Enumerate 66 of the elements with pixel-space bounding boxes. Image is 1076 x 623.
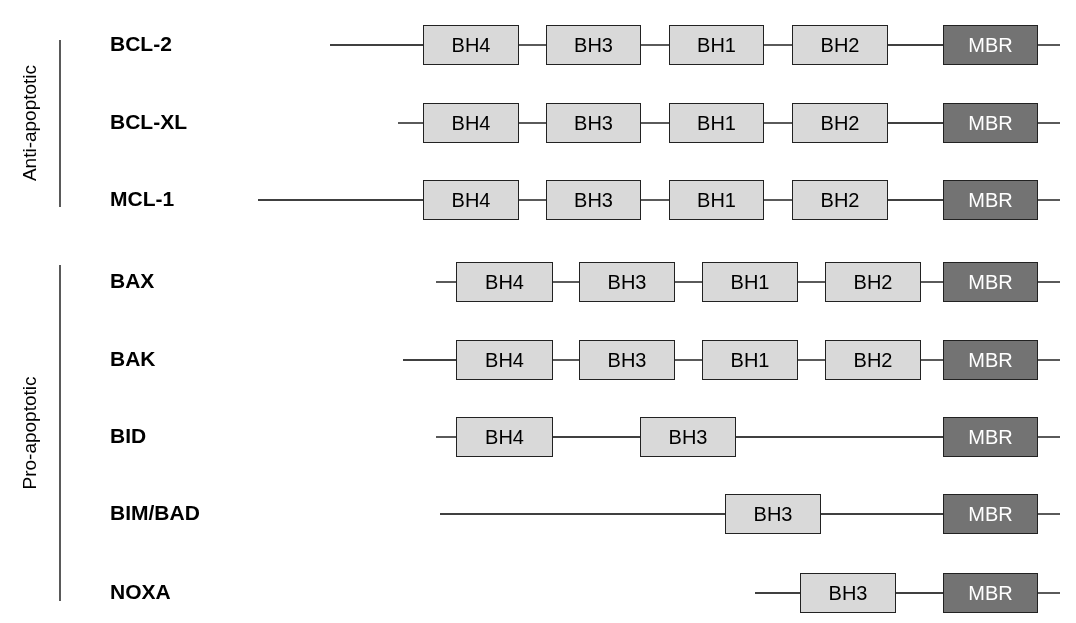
domain-box: BH4 xyxy=(423,103,519,143)
connector-line xyxy=(674,281,703,283)
domain-box: BH3 xyxy=(546,25,641,65)
connector-line xyxy=(674,359,703,361)
domain-box: BH3 xyxy=(800,573,896,613)
connector-line xyxy=(640,44,670,46)
domain-box: MBR xyxy=(943,25,1038,65)
connector-line xyxy=(895,592,944,594)
protein-name: BCL-2 xyxy=(110,32,172,56)
connector-line xyxy=(887,44,944,46)
connector-line xyxy=(920,359,944,361)
domain-box: BH1 xyxy=(669,103,764,143)
protein-name: BAK xyxy=(110,347,156,371)
domain-box: BH4 xyxy=(456,340,553,380)
domain-box: BH3 xyxy=(725,494,821,534)
domain-box: BH4 xyxy=(456,262,553,302)
domain-box: BH4 xyxy=(456,417,553,457)
domain-box: BH3 xyxy=(546,103,641,143)
protein-name: NOXA xyxy=(110,580,171,604)
group-label: Pro-apoptotic xyxy=(19,376,41,490)
connector-line xyxy=(552,359,580,361)
connector-line xyxy=(640,122,670,124)
connector-line xyxy=(552,436,641,438)
domain-box: BH4 xyxy=(423,25,519,65)
connector-line xyxy=(518,199,547,201)
domain-box: BH2 xyxy=(825,340,921,380)
connector-line xyxy=(518,44,547,46)
protein-name: BID xyxy=(110,424,147,448)
domain-box: MBR xyxy=(943,573,1038,613)
connector-line xyxy=(920,281,944,283)
domain-box: MBR xyxy=(943,494,1038,534)
connector-line xyxy=(763,122,793,124)
domain-box: MBR xyxy=(943,103,1038,143)
domain-box: BH3 xyxy=(579,340,675,380)
connector-line xyxy=(887,122,944,124)
domain-box: MBR xyxy=(943,340,1038,380)
domain-box: BH3 xyxy=(546,180,641,220)
domain-box: BH2 xyxy=(825,262,921,302)
connector-line xyxy=(797,281,826,283)
protein-name: BIM/BAD xyxy=(110,501,200,525)
protein-name: MCL-1 xyxy=(110,187,175,211)
connector-line xyxy=(552,281,580,283)
domain-box: BH2 xyxy=(792,103,888,143)
domain-box: BH1 xyxy=(702,262,798,302)
domain-box: BH2 xyxy=(792,25,888,65)
protein-name: BCL-XL xyxy=(110,110,187,134)
connector-line xyxy=(820,513,944,515)
connector-line xyxy=(518,122,547,124)
protein-name: BAX xyxy=(110,269,155,293)
domain-box: BH2 xyxy=(792,180,888,220)
domain-box: BH1 xyxy=(702,340,798,380)
domain-box: BH3 xyxy=(579,262,675,302)
domain-box: BH1 xyxy=(669,25,764,65)
connector-line xyxy=(735,436,944,438)
domain-box: MBR xyxy=(943,262,1038,302)
domain-box: BH4 xyxy=(423,180,519,220)
domain-box: MBR xyxy=(943,180,1038,220)
group-label: Anti-apoptotic xyxy=(19,64,41,182)
connector-line xyxy=(887,199,944,201)
connector-line xyxy=(763,44,793,46)
domain-box: MBR xyxy=(943,417,1038,457)
domain-box: BH1 xyxy=(669,180,764,220)
connector-line xyxy=(640,199,670,201)
domain-box: BH3 xyxy=(640,417,736,457)
connector-line xyxy=(763,199,793,201)
connector-line xyxy=(797,359,826,361)
